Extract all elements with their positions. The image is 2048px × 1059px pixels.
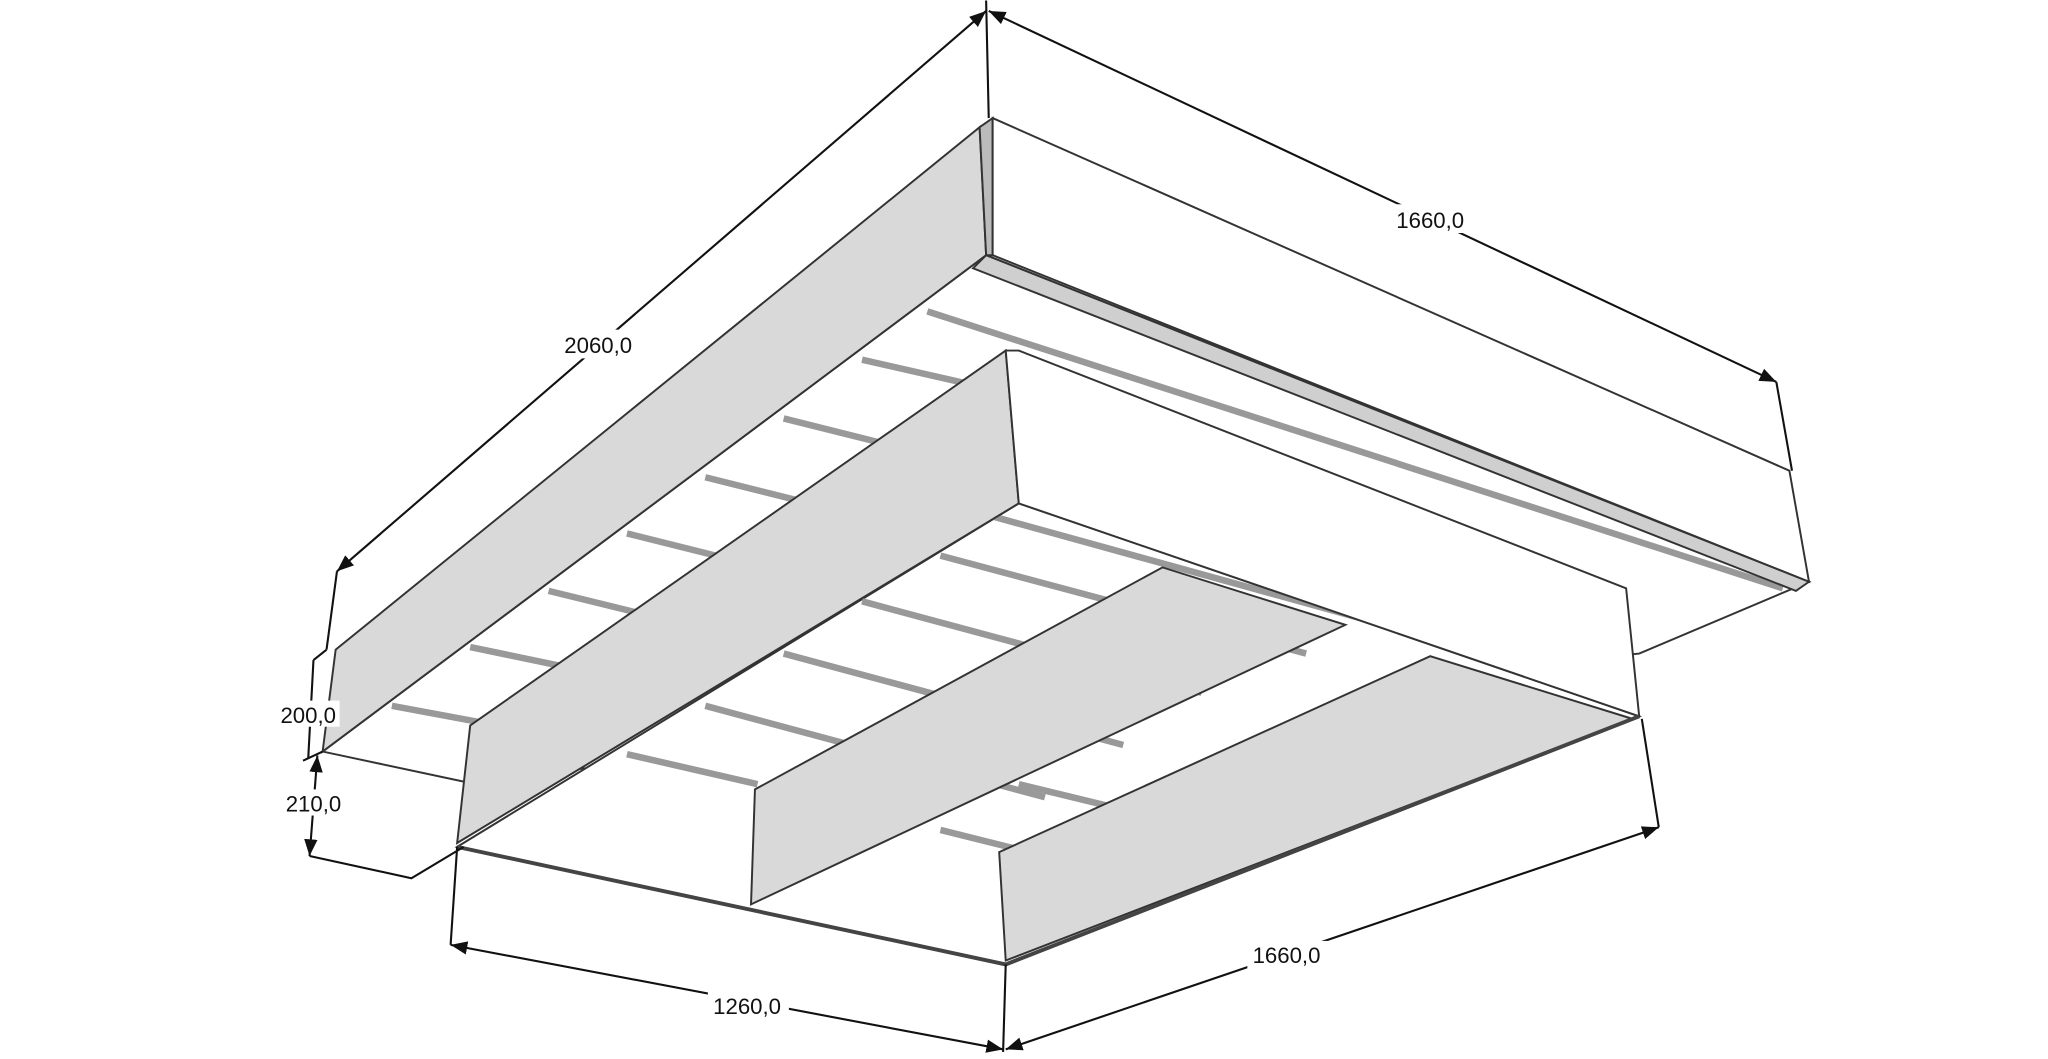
- dim-line-1660-bottom: [1005, 826, 1660, 1051]
- dimension-lines: [302, 0, 1794, 1053]
- label-upper-length: 2060,0: [564, 333, 632, 358]
- dimension-labels: 2060,0 1660,0 200,0 210,0 1260,0 1660,0: [276, 204, 1471, 1020]
- label-upper-width: 1660,0: [1396, 208, 1464, 233]
- label-trundle-width: 1260,0: [713, 994, 781, 1019]
- dim-line-2060: [336, 10, 987, 573]
- label-trundle-length: 1660,0: [1253, 943, 1321, 968]
- label-trundle-height: 210,0: [286, 792, 342, 817]
- label-upper-height: 200,0: [280, 703, 336, 728]
- trundle-divider-1: [749, 566, 1348, 906]
- dim-line-1660-top: [988, 10, 1777, 383]
